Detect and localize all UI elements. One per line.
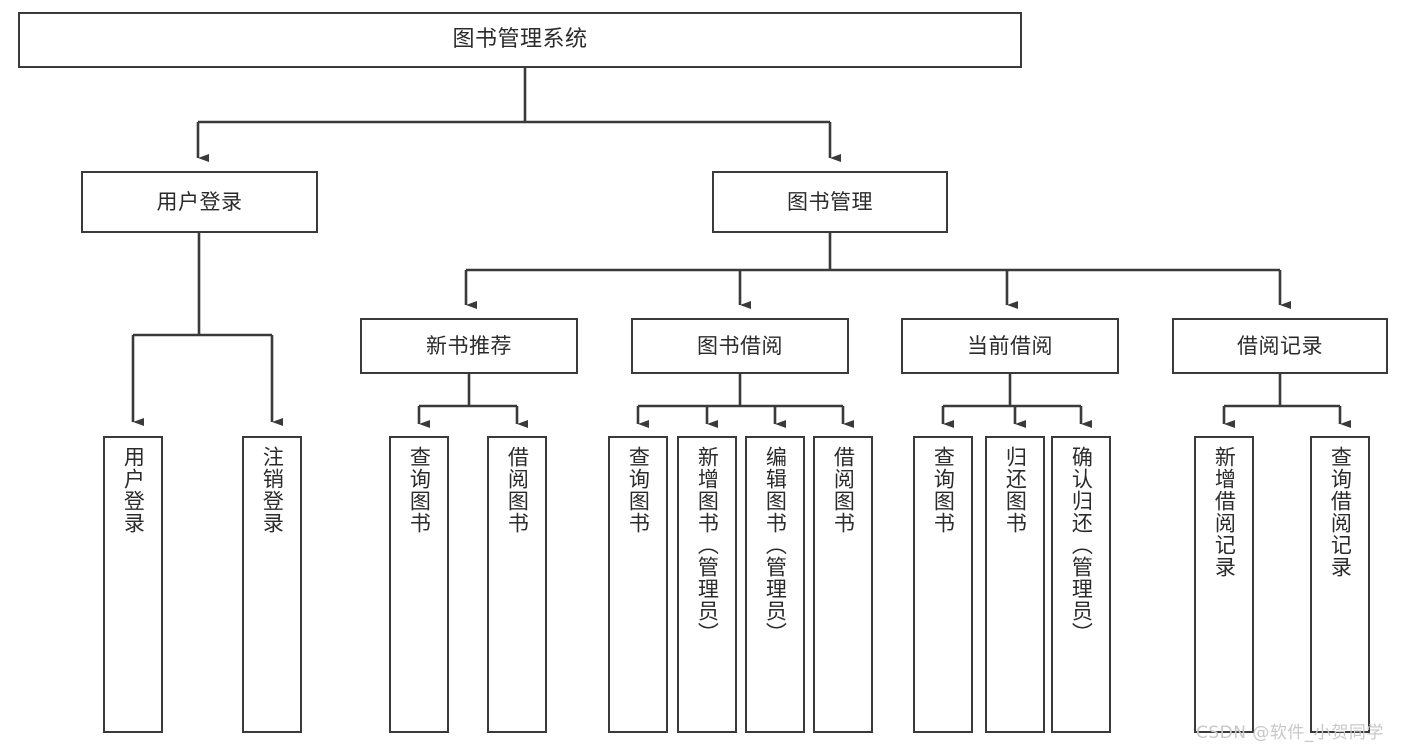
node-leaf-borrow-book-recommend[interactable]: 借阅图书: [487, 436, 547, 733]
node-label: 借阅图书: [505, 446, 530, 534]
node-label: 图书借阅: [697, 333, 783, 358]
node-label: 新增借阅记录: [1212, 446, 1237, 578]
node-label: 用户登录: [121, 446, 146, 534]
node-label: 查询图书: [407, 446, 432, 534]
node-leaf-query-borrow-record[interactable]: 查询借阅记录: [1310, 436, 1370, 733]
node-label: 确认归还（管理员）: [1069, 446, 1094, 644]
node-leaf-borrow-book[interactable]: 借阅图书: [813, 436, 873, 733]
node-label: 查询图书: [931, 446, 956, 534]
node-leaf-query-book-current[interactable]: 查询图书: [913, 436, 973, 733]
node-new-book-recommend[interactable]: 新书推荐: [360, 318, 578, 374]
node-leaf-add-book[interactable]: 新增图书（管理员）: [677, 436, 737, 733]
node-label: 新书推荐: [426, 333, 512, 358]
node-label: 注销登录: [260, 446, 285, 534]
node-current-borrow[interactable]: 当前借阅: [901, 318, 1119, 374]
node-label: 用户登录: [156, 189, 243, 214]
node-label: 新增图书（管理员）: [695, 446, 720, 644]
node-label: 当前借阅: [967, 333, 1053, 358]
node-leaf-query-book-borrow[interactable]: 查询图书: [608, 436, 668, 733]
node-leaf-add-borrow-record[interactable]: 新增借阅记录: [1194, 436, 1254, 733]
node-label: 图书管理系统: [452, 27, 588, 53]
node-book-manage[interactable]: 图书管理: [712, 171, 948, 233]
node-leaf-user-logout[interactable]: 注销登录: [242, 436, 302, 733]
node-label: 查询图书: [626, 446, 651, 534]
node-borrow-record[interactable]: 借阅记录: [1172, 318, 1388, 374]
node-leaf-confirm-return[interactable]: 确认归还（管理员）: [1051, 436, 1111, 733]
node-leaf-query-book-recommend[interactable]: 查询图书: [389, 436, 449, 733]
node-book-borrow[interactable]: 图书借阅: [631, 318, 849, 374]
node-label: 归还图书: [1003, 446, 1028, 534]
node-label: 图书管理: [787, 189, 873, 214]
node-label: 借阅图书: [831, 446, 856, 534]
node-leaf-edit-book[interactable]: 编辑图书（管理员）: [745, 436, 805, 733]
node-leaf-user-login[interactable]: 用户登录: [103, 436, 163, 733]
node-label: 借阅记录: [1237, 333, 1323, 358]
node-user-login[interactable]: 用户登录: [81, 171, 318, 233]
node-root-system[interactable]: 图书管理系统: [18, 12, 1022, 68]
csdn-watermark: CSDN @软件_小贺同学: [1196, 723, 1384, 743]
node-leaf-return-book[interactable]: 归还图书: [985, 436, 1045, 733]
node-label: 编辑图书（管理员）: [763, 446, 788, 644]
node-label: 查询借阅记录: [1328, 446, 1353, 578]
